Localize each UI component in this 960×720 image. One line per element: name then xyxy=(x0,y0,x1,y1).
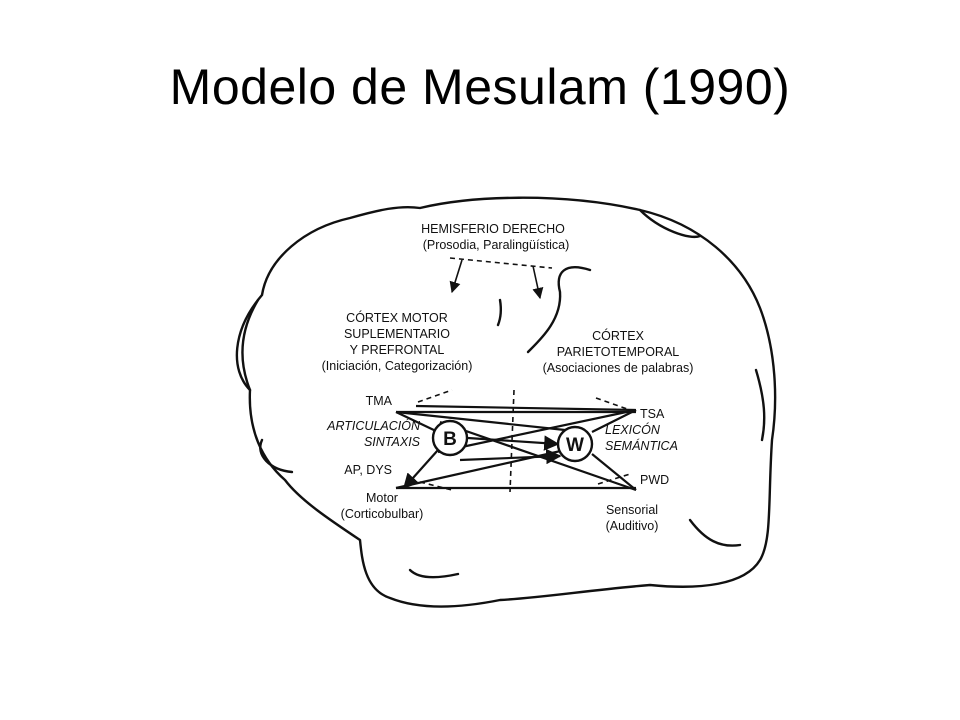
wernicke-node: W xyxy=(556,425,594,463)
label-parietotemporal: PARIETOTEMPORAL xyxy=(557,345,680,359)
label-auditivo: (Auditivo) xyxy=(606,519,659,533)
center-dashed-line xyxy=(509,389,515,493)
label-articulacion: ARTICULACIÓN xyxy=(326,418,421,433)
broca-letter: B xyxy=(443,429,457,450)
label-ap-dys: AP, DYS xyxy=(344,463,392,477)
hemisphere-dashed-line xyxy=(449,257,553,269)
label-cortex-motor: CÓRTEX MOTOR xyxy=(346,310,448,325)
network-lines xyxy=(395,404,637,492)
label-iniciacion: (Iniciación, Categorización) xyxy=(322,359,473,373)
label-cortex-parietal: CÓRTEX xyxy=(592,328,645,343)
slide-title: Modelo de Mesulam (1990) xyxy=(169,59,791,115)
label-tma: TMA xyxy=(366,394,393,408)
arrow-to-parietal-cortex xyxy=(532,265,544,300)
tma-dashed-tick xyxy=(417,389,453,403)
wernicke-letter: W xyxy=(566,435,584,456)
broca-node: B xyxy=(431,419,469,457)
arrow-to-motor-cortex xyxy=(449,259,463,294)
label-motor: Motor xyxy=(366,491,398,505)
label-pwd: PWD xyxy=(640,473,669,487)
label-suplementario: SUPLEMENTARIO xyxy=(344,327,450,341)
pwd-dashed-tick xyxy=(597,473,631,485)
brain-outline xyxy=(235,196,777,608)
label-hemisferio-sub: (Prosodia, Paralingüística) xyxy=(423,238,570,252)
label-tsa: TSA xyxy=(640,407,665,421)
tsa-dashed-tick xyxy=(595,397,631,411)
label-corticobulbar: (Corticobulbar) xyxy=(341,507,424,521)
label-sintaxis: SINTAXIS xyxy=(364,435,421,449)
label-sensorial: Sensorial xyxy=(606,503,658,517)
label-semantica: SEMÁNTICA xyxy=(605,438,678,453)
label-lexicon: LEXICÓN xyxy=(605,422,661,437)
label-hemisferio: HEMISFERIO DERECHO xyxy=(421,222,565,236)
label-prefrontal: Y PREFRONTAL xyxy=(350,343,445,357)
label-asociaciones: (Asociaciones de palabras) xyxy=(543,361,694,375)
